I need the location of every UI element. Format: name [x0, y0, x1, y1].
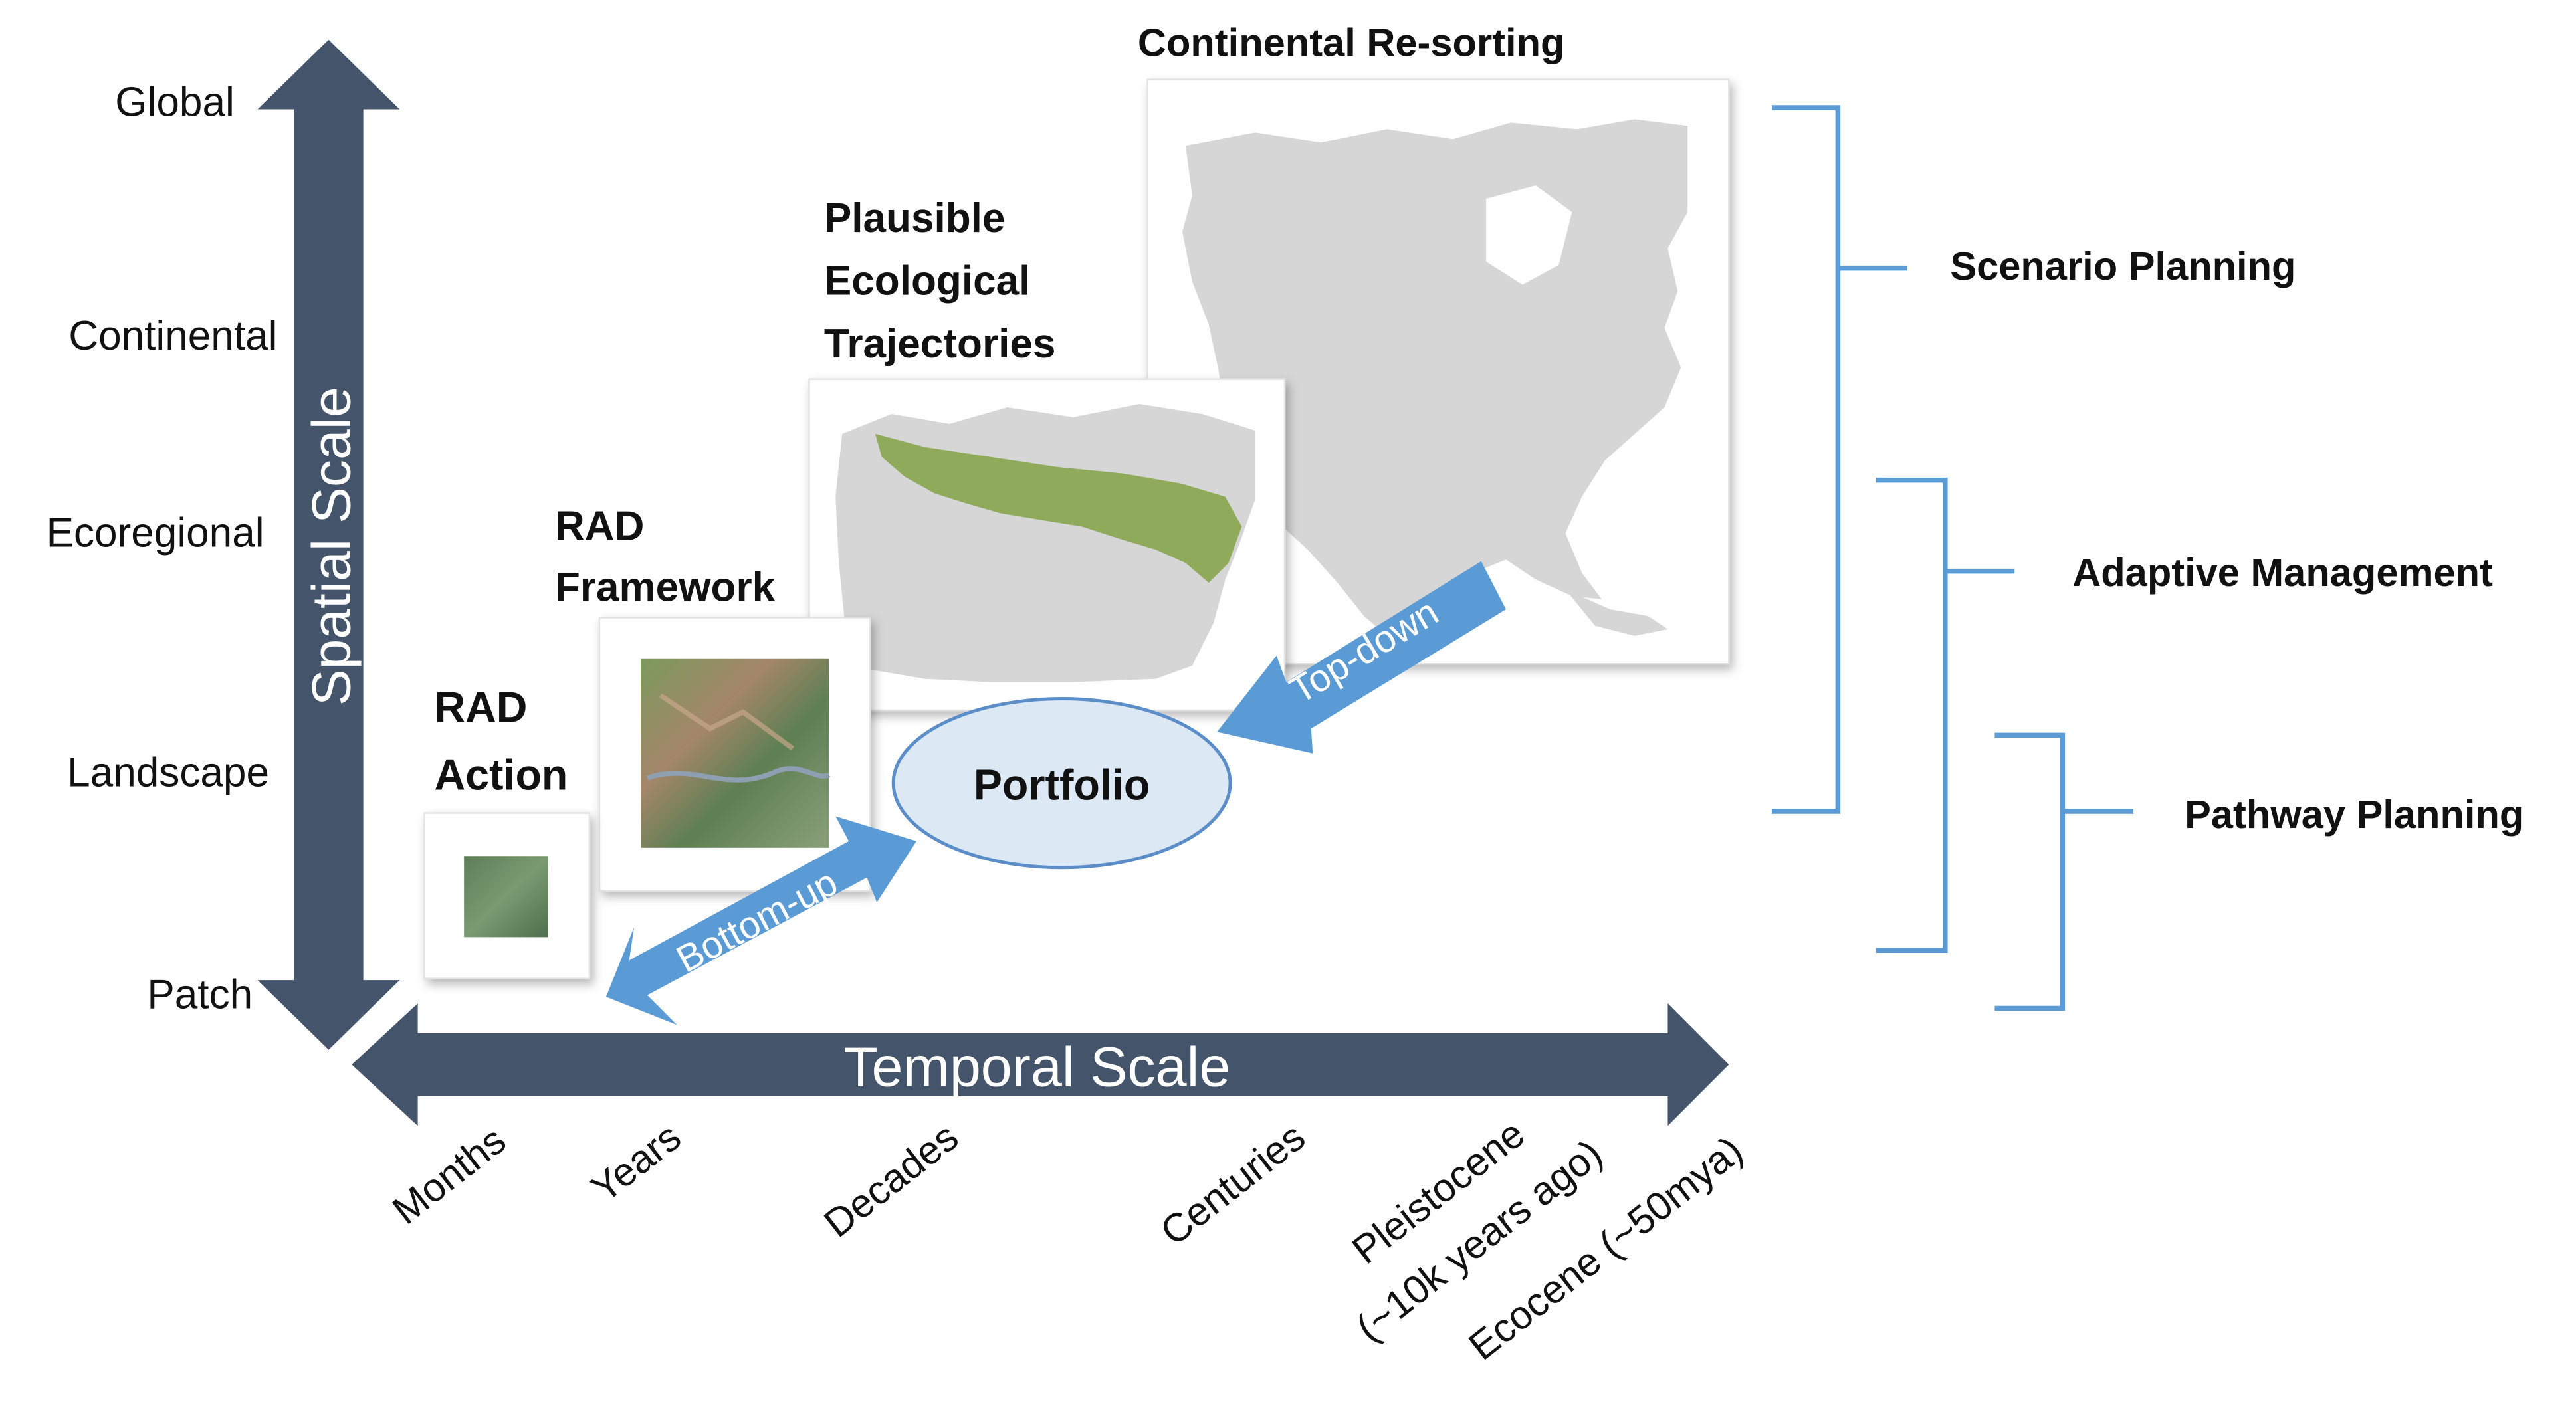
spatial-axis-title: Spatial Scale	[302, 387, 362, 706]
rad-framework-title-line1: RAD	[555, 503, 645, 549]
landscape-imagery	[641, 658, 829, 848]
bracket-adaptive-management	[1876, 477, 2015, 954]
scenario-planning-label: Scenario Planning	[1950, 244, 2296, 288]
rad-action-title-line2: Action	[434, 751, 568, 799]
boreal-trajectory-band	[875, 433, 1242, 583]
spatial-level-landscape: Landscape	[67, 750, 269, 796]
trajectories-title-line2: Ecological	[824, 258, 1031, 304]
spatial-level-global: Global	[115, 79, 235, 125]
temporal-axis-title: Temporal Scale	[843, 1035, 1230, 1098]
temporal-level-decades: Decades	[815, 1114, 966, 1246]
pathway-planning-label: Pathway Planning	[2185, 792, 2523, 837]
trajectories-panel	[808, 378, 1286, 712]
spatial-level-patch: Patch	[147, 971, 253, 1017]
rad-framework-panel	[598, 617, 871, 892]
bracket-scenario-planning	[1771, 105, 1907, 814]
continental-title: Continental Re-sorting	[1138, 21, 1565, 65]
rad-action-panel	[423, 812, 591, 979]
temporal-level-months: Months	[384, 1118, 514, 1233]
rad-framework-title-line2: Framework	[555, 564, 776, 610]
portfolio-label: Portfolio	[974, 760, 1150, 809]
trajectories-title-line3: Trajectories	[824, 321, 1056, 367]
hudson-bay-shape	[1486, 185, 1572, 285]
temporal-level-centuries: Centuries	[1152, 1114, 1313, 1254]
bracket-pathway-planning	[1994, 732, 2134, 1011]
rad-action-title-line1: RAD	[434, 682, 527, 731]
bottom-up-arrow	[605, 816, 916, 1025]
trajectories-title-line1: Plausible	[824, 195, 1006, 241]
spatial-axis-arrow	[257, 39, 400, 1050]
temporal-axis-arrow	[352, 1003, 1729, 1126]
caribbean-islands-shape	[1565, 589, 1668, 636]
spatial-level-ecoregional: Ecoregional	[47, 510, 265, 556]
adaptive-management-label: Adaptive Management	[2072, 550, 2493, 595]
patch-imagery	[464, 856, 548, 938]
temporal-level-years: Years	[583, 1114, 689, 1211]
portfolio-ellipse	[891, 697, 1232, 870]
spatial-level-continental: Continental	[68, 313, 277, 359]
top-down-arrow	[1217, 561, 1506, 754]
